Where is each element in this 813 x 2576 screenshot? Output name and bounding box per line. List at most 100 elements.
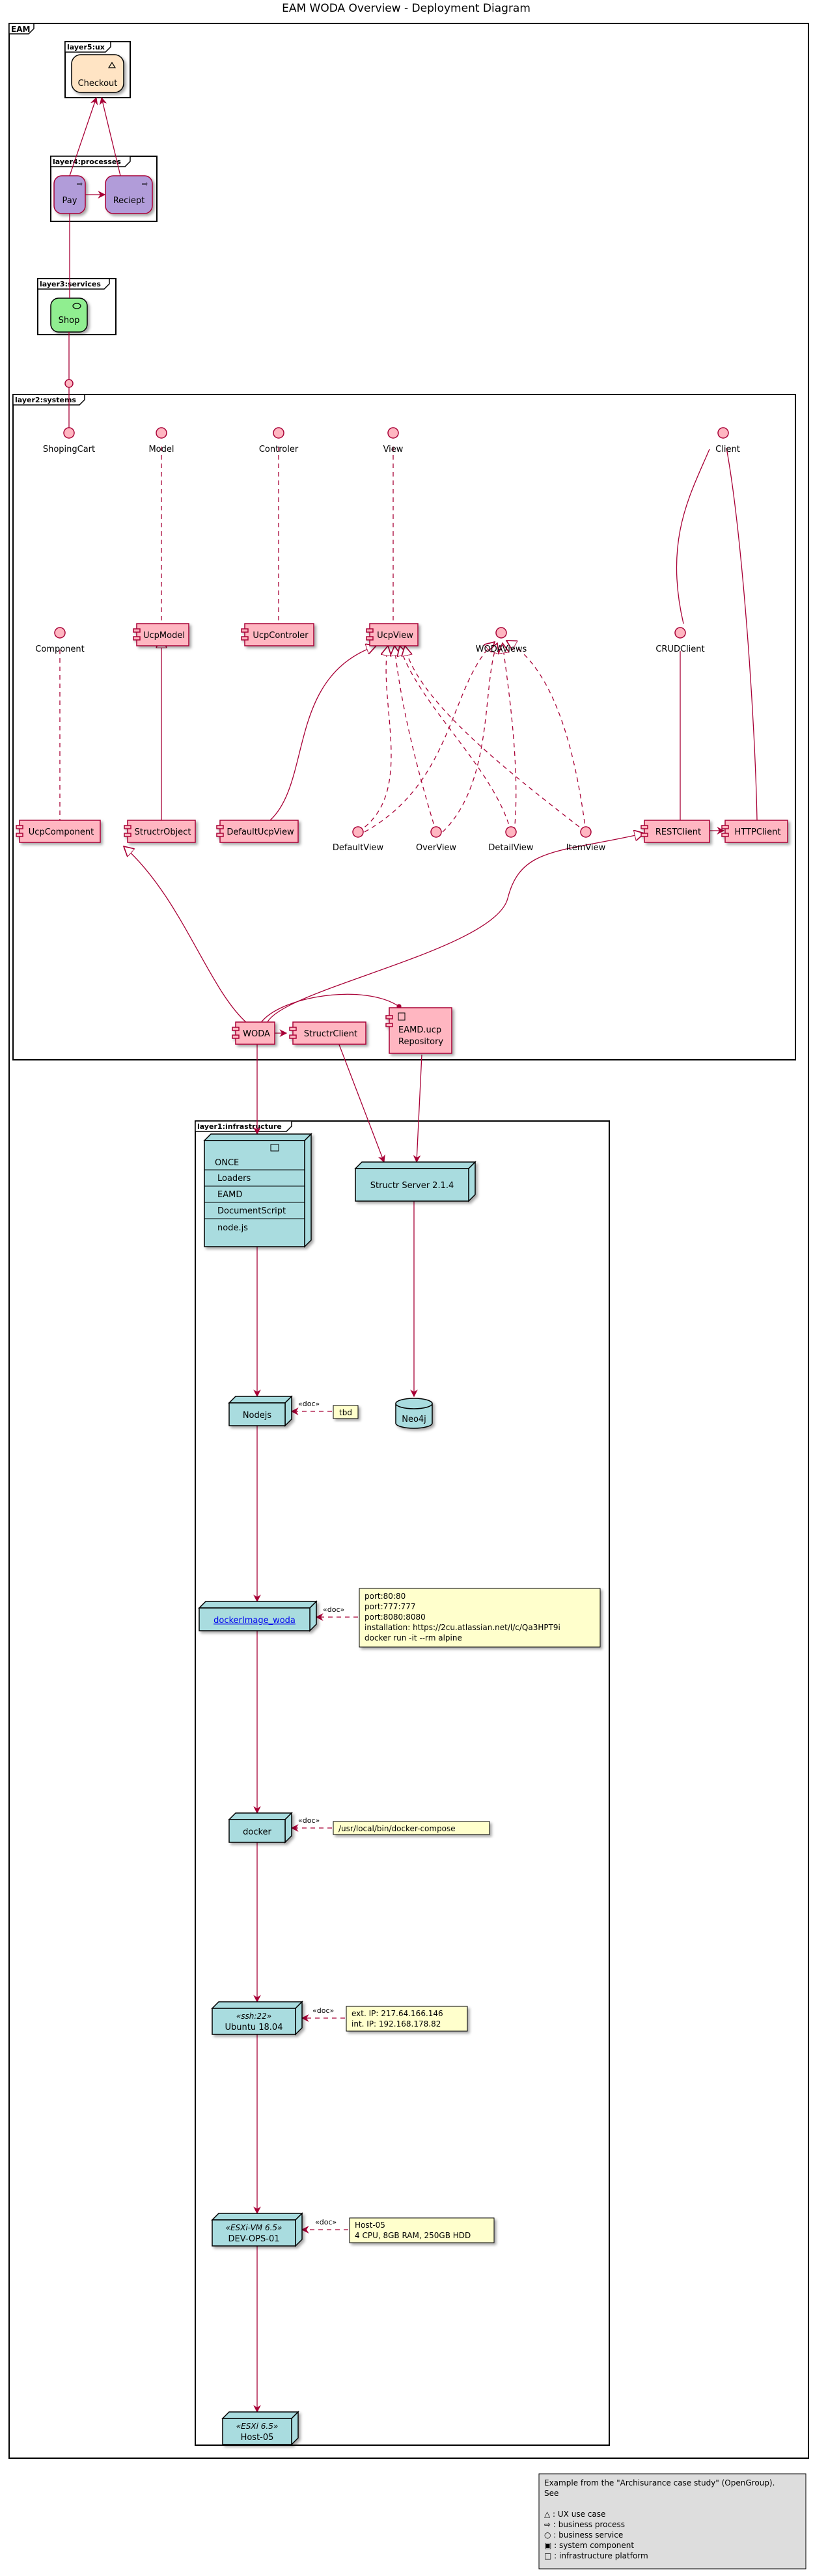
interface-wodaviews[interactable]: WODAViews — [476, 627, 527, 654]
doc-label-docker: «doc» — [298, 1816, 320, 1825]
doc-label-nodejs: «doc» — [298, 1400, 320, 1408]
interface-view-label: View — [383, 445, 404, 454]
interface-model-label: Model — [148, 445, 174, 454]
note-tbd: tbd — [333, 1405, 359, 1419]
component-restclient[interactable]: RESTClient — [641, 820, 710, 843]
legend-line: Example from the "Archisurance case stud… — [544, 2478, 775, 2487]
reciept-label: Reciept — [113, 196, 145, 206]
component-ucpview[interactable]: UcpView — [366, 623, 419, 646]
interface-crudclient[interactable]: CRUDClient — [655, 627, 705, 654]
interface-wodaviews-label: WODAViews — [476, 644, 527, 654]
node-esxi-vm[interactable]: «ESXi-VM 6.5» DEV-OPS-01 — [211, 2212, 303, 2247]
node-once-row: node.js — [217, 1223, 248, 1233]
pay-label: Pay — [62, 196, 77, 206]
frame-ux-label: layer5:ux — [67, 43, 105, 51]
node-dockerimage[interactable]: dockerImage_woda — [198, 1600, 318, 1632]
frame-infrastructure: layer1:infrastructure — [195, 1120, 610, 2446]
note-ports-line: docker run -it --rm alpine — [365, 1633, 462, 1642]
node-neo4j-database[interactable]: Neo4j — [395, 1398, 433, 1429]
note-ports: port:80:80 port:777:777 port:8080:8080 i… — [359, 1588, 601, 1648]
legend-line: ⇨ : business process — [544, 2520, 625, 2529]
node-dockerimage-link[interactable]: dockerImage_woda — [214, 1616, 296, 1626]
node-docker-label: docker — [243, 1827, 271, 1837]
interface-overview[interactable]: OverView — [416, 826, 456, 853]
reciept-process[interactable]: ⇨ Reciept — [105, 175, 153, 214]
component-ucpcomponent[interactable]: UcpComponent — [16, 820, 101, 843]
node-structr-server-label: Structr Server 2.1.4 — [370, 1181, 454, 1191]
interface-model[interactable]: Model — [148, 427, 174, 454]
component-httpclient-label: HTTPClient — [735, 827, 781, 837]
frame-services-label: layer3:services — [40, 280, 101, 288]
legend-line: □ : infrastructure platform — [544, 2551, 648, 2560]
relations — [59, 96, 758, 2413]
shop-service[interactable]: Shop — [50, 298, 88, 333]
interface-itemview[interactable]: ItemView — [566, 826, 606, 853]
interface-shopingcart[interactable]: ShopingCart — [43, 427, 95, 454]
component-ucpview-label: UcpView — [377, 631, 413, 641]
component-structrobject[interactable]: StructrObject — [124, 820, 196, 843]
interface-view[interactable]: View — [383, 427, 404, 454]
node-esxi-host[interactable]: «ESXi 6.5» Host-05 — [221, 2411, 299, 2446]
frame-infrastructure-label: layer1:infrastructure — [197, 1122, 282, 1131]
interface-detailview[interactable]: DetailView — [488, 826, 534, 853]
note-host-line: 4 CPU, 8GB RAM, 250GB HDD — [355, 2231, 471, 2240]
interface-controler-label: Controler — [259, 445, 299, 454]
frame-eam-label: EAM — [11, 25, 30, 34]
note-ports-line: installation: https://2cu.atlassian.net/… — [365, 1623, 560, 1632]
interface-defaultview[interactable]: DefaultView — [333, 826, 384, 853]
note-ips-line: ext. IP: 217.64.166.146 — [351, 2009, 443, 2018]
component-structrclient-label: StructrClient — [304, 1029, 357, 1039]
node-ubuntu[interactable]: «ssh:22» Ubuntu 18.04 — [211, 2001, 303, 2036]
component-eamd-label-1: EAMD.ucp — [398, 1025, 441, 1035]
component-woda[interactable]: WODA — [232, 1021, 275, 1045]
component-defaultucpview[interactable]: DefaultUcpView — [216, 820, 299, 843]
interface-overview-label: OverView — [416, 843, 456, 853]
pay-process[interactable]: ⇨ Pay — [53, 175, 86, 214]
component-ucpcomponent-label: UcpComponent — [29, 827, 94, 837]
note-ips: ext. IP: 217.64.166.146 int. IP: 192.168… — [346, 2006, 468, 2032]
node-docker[interactable]: docker — [228, 1812, 293, 1844]
legend: Example from the "Archisurance case stud… — [538, 2473, 806, 2569]
component-restclient-label: RESTClient — [655, 827, 701, 837]
doc-label-ubuntu: «doc» — [312, 2006, 334, 2015]
interface-shopingcart-label: ShopingCart — [43, 445, 95, 454]
frame-systems-label: layer2:systems — [15, 396, 76, 404]
component-ucpcontroler[interactable]: UcpControler — [241, 623, 314, 646]
ux-usecase-icon — [107, 61, 117, 68]
interface-component[interactable]: Component — [35, 627, 85, 654]
node-esxi-host-label: Host-05 — [241, 2433, 274, 2443]
shop-label: Shop — [59, 316, 80, 325]
node-esxi-vm-label: DEV-OPS-01 — [228, 2234, 280, 2244]
business-process-icon: ⇨ — [77, 180, 83, 188]
component-ucpmodel-label: UcpModel — [143, 631, 185, 641]
interface-defaultview-label: DefaultView — [333, 843, 384, 853]
node-nodejs[interactable]: Nodejs — [228, 1395, 293, 1427]
component-ucpmodel[interactable]: UcpModel — [133, 623, 189, 646]
component-ucpcontroler-label: UcpControler — [253, 631, 309, 641]
checkout-usecase[interactable]: Checkout — [71, 54, 124, 93]
interface-client[interactable]: Client — [715, 427, 740, 454]
frame-processes: layer4:processes — [50, 156, 158, 222]
node-structr-server[interactable]: Structr Server 2.1.4 — [354, 1161, 476, 1202]
component-eamd-label-2: Repository — [398, 1037, 443, 1047]
note-ports-line: port:777:777 — [365, 1602, 416, 1611]
node-once-row: Loaders — [217, 1174, 251, 1184]
interface-detailview-label: DetailView — [488, 843, 534, 853]
note-ports-line: port:8080:8080 — [365, 1613, 426, 1622]
business-process-icon: ⇨ — [142, 180, 148, 188]
frame-services: layer3:services — [37, 278, 117, 335]
note-tbd-text: tbd — [339, 1408, 352, 1417]
node-once[interactable]: ONCE Loaders EAMD DocumentScript node.js — [203, 1133, 312, 1248]
node-once-title: ONCE — [215, 1158, 239, 1168]
interface-controler[interactable]: Controler — [259, 427, 299, 454]
node-neo4j-label: Neo4j — [402, 1415, 426, 1424]
component-httpclient[interactable]: HTTPClient — [721, 820, 788, 843]
interface-component-label: Component — [35, 644, 84, 654]
component-structrclient[interactable]: StructrClient — [289, 1021, 366, 1045]
component-structrobject-label: StructrObject — [135, 827, 191, 837]
note-ports-line: port:80:80 — [365, 1592, 406, 1601]
node-ubuntu-label: Ubuntu 18.04 — [225, 2023, 283, 2032]
legend-line: See — [544, 2489, 558, 2498]
component-defaultucpview-label: DefaultUcpView — [227, 827, 294, 837]
component-eamd-repository[interactable]: EAMD.ucp Repository — [385, 1007, 452, 1054]
